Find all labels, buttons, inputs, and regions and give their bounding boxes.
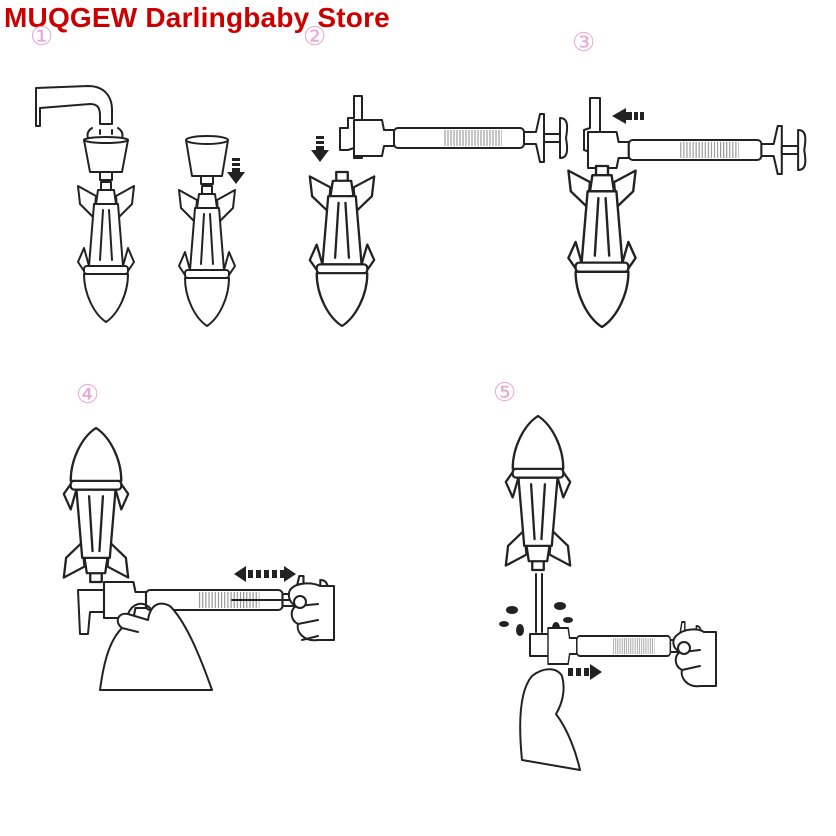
step-number-5: ⑤ (493, 378, 517, 408)
double-arrow-icon (234, 566, 296, 582)
left-hand (99, 602, 213, 691)
arrow-right-icon (568, 664, 602, 680)
faucet (35, 85, 113, 127)
arrow-down-icon (227, 158, 245, 184)
store-title: MUQGEW Darlingbaby Store (4, 2, 390, 33)
water-cup (185, 139, 229, 177)
step1-illustration (35, 85, 245, 327)
step3-illustration (567, 97, 807, 329)
step2-illustration (308, 95, 569, 328)
right-hand (672, 628, 717, 688)
step-number-3: ③ (572, 28, 596, 58)
left-hand (519, 668, 581, 771)
step5-illustration (499, 416, 717, 771)
right-hand (287, 582, 335, 642)
water-cup (83, 139, 129, 173)
step-number-1: ① (30, 22, 54, 52)
step4-illustration (64, 428, 335, 691)
arrow-down-icon (311, 136, 329, 162)
step-number-2: ② (303, 22, 327, 52)
step-number-4: ④ (76, 380, 100, 410)
water-drops (86, 127, 124, 139)
arrow-left-icon (612, 108, 644, 124)
water-splash-icon (499, 602, 573, 636)
